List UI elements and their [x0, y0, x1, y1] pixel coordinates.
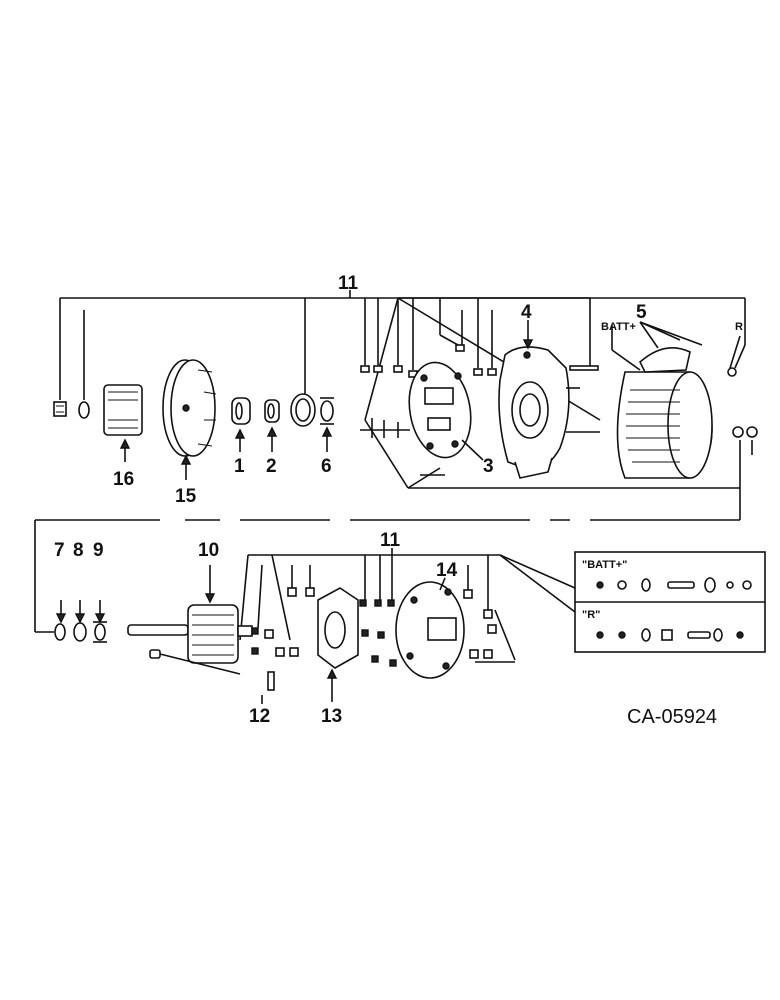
rectifier-bridge-part: [360, 361, 740, 489]
washer-part-left: [78, 401, 90, 419]
pulley-part: [162, 359, 217, 457]
callout-leaders-bottom: [55, 565, 446, 704]
callout-10: 10: [198, 540, 219, 561]
callout-11-top: 11: [338, 273, 359, 294]
callout-11-bottom-bracket: [239, 548, 576, 641]
callout-9: 9: [93, 540, 104, 561]
rotor-part: [127, 604, 253, 675]
inset-r-label: "R": [582, 609, 600, 621]
batt-plus-label: BATT+: [601, 321, 636, 333]
screw-parts-bottom-right: [463, 589, 516, 663]
callout-15: 15: [175, 486, 197, 507]
nut-part-left: [53, 401, 67, 417]
callout-leaders-top: [34, 320, 741, 632]
end-cover-part: [395, 581, 465, 679]
callout-5: 5: [636, 302, 647, 323]
spacer-part-2: [264, 399, 280, 423]
drawing-code: CA-05924: [627, 706, 717, 728]
insulator-plate-part: [317, 587, 359, 669]
callout-11-bottom: 11: [380, 530, 401, 551]
spacer-part-1: [231, 397, 251, 425]
callout-4: 4: [521, 302, 532, 323]
terminal-screws-part: [251, 587, 315, 691]
drive-end-frame-part: [611, 321, 758, 488]
callout-6: 6: [321, 456, 332, 477]
washer-part-7: [35, 623, 66, 641]
callout-7: 7: [54, 540, 65, 561]
collar-part-6: [320, 397, 334, 425]
collar-part-9: [93, 621, 107, 643]
ring-part-8: [73, 622, 87, 642]
terminal-hardware-inset: [574, 551, 766, 653]
callout-2: 2: [266, 456, 277, 477]
retainer-ring-part: [290, 393, 316, 427]
fan-part: [103, 384, 143, 436]
callout-12: 12: [249, 706, 270, 727]
screw-parts-top: [360, 344, 497, 378]
r-terminal-label: R: [735, 321, 743, 333]
diode-parts-bottom: [359, 599, 397, 667]
callout-3: 3: [483, 456, 494, 477]
callout-1: 1: [234, 456, 245, 477]
slip-ring-end-housing-part: [498, 346, 600, 479]
callout-16: 16: [113, 469, 134, 490]
callout-11-top-bracket: [59, 290, 746, 421]
inset-batt-label: "BATT+": [582, 559, 627, 571]
callout-14: 14: [436, 560, 458, 581]
callout-13: 13: [321, 706, 342, 727]
callout-8: 8: [73, 540, 84, 561]
